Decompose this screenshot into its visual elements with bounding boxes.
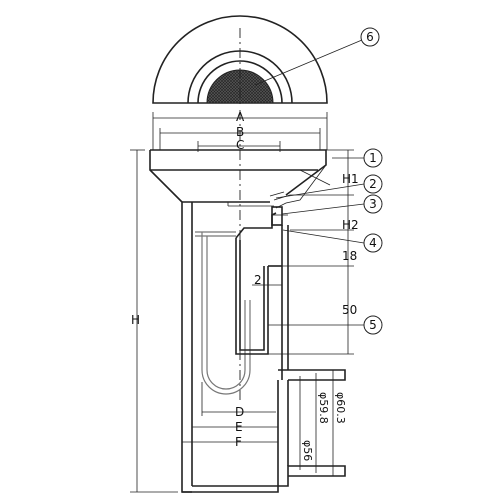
dim-label-18: 18 [342,249,357,263]
dim-label-2: 2 [254,273,262,287]
right-dimensions [268,149,354,355]
dim-label-h1: H1 [342,172,359,186]
callout-leaders [254,39,365,326]
svg-text:4: 4 [369,236,377,250]
dim-label-phi598: φ59.8 [317,392,330,424]
callout-3: 3 [363,194,383,214]
outlet-diameter-dims [299,370,334,476]
dim-label-h2: H2 [342,218,359,232]
svg-text:6: 6 [366,30,374,44]
svg-text:3: 3 [369,197,377,211]
height-dimension [130,149,178,493]
dim-label-b: B [236,125,244,139]
strainer-mesh [206,69,274,104]
dim-label-phi56: φ56 [301,440,314,461]
top-inner-arc [197,60,283,104]
callout-5: 5 [363,315,383,335]
dim-label-phi603: φ60.3 [334,392,347,424]
callout-6: 6 [360,27,380,47]
dim-label-c: C [236,138,244,152]
callout-2: 2 [363,174,383,194]
top-dimensions [152,112,328,152]
svg-text:2: 2 [369,177,377,191]
top-outer-arc [152,15,328,104]
bottom-dimensions [182,382,278,443]
callout-4: 4 [363,233,383,253]
top-view [152,15,328,104]
svg-text:1: 1 [369,151,377,165]
callout-1: 1 [363,148,383,168]
dim-label-50: 50 [342,303,357,317]
dim-label-a: A [236,110,245,124]
dim-label-d: D [235,405,244,419]
dim-label-e: E [235,420,243,434]
svg-text:5: 5 [369,318,377,332]
dim-label-f: F [235,435,242,449]
dim-label-h: H [131,313,140,327]
